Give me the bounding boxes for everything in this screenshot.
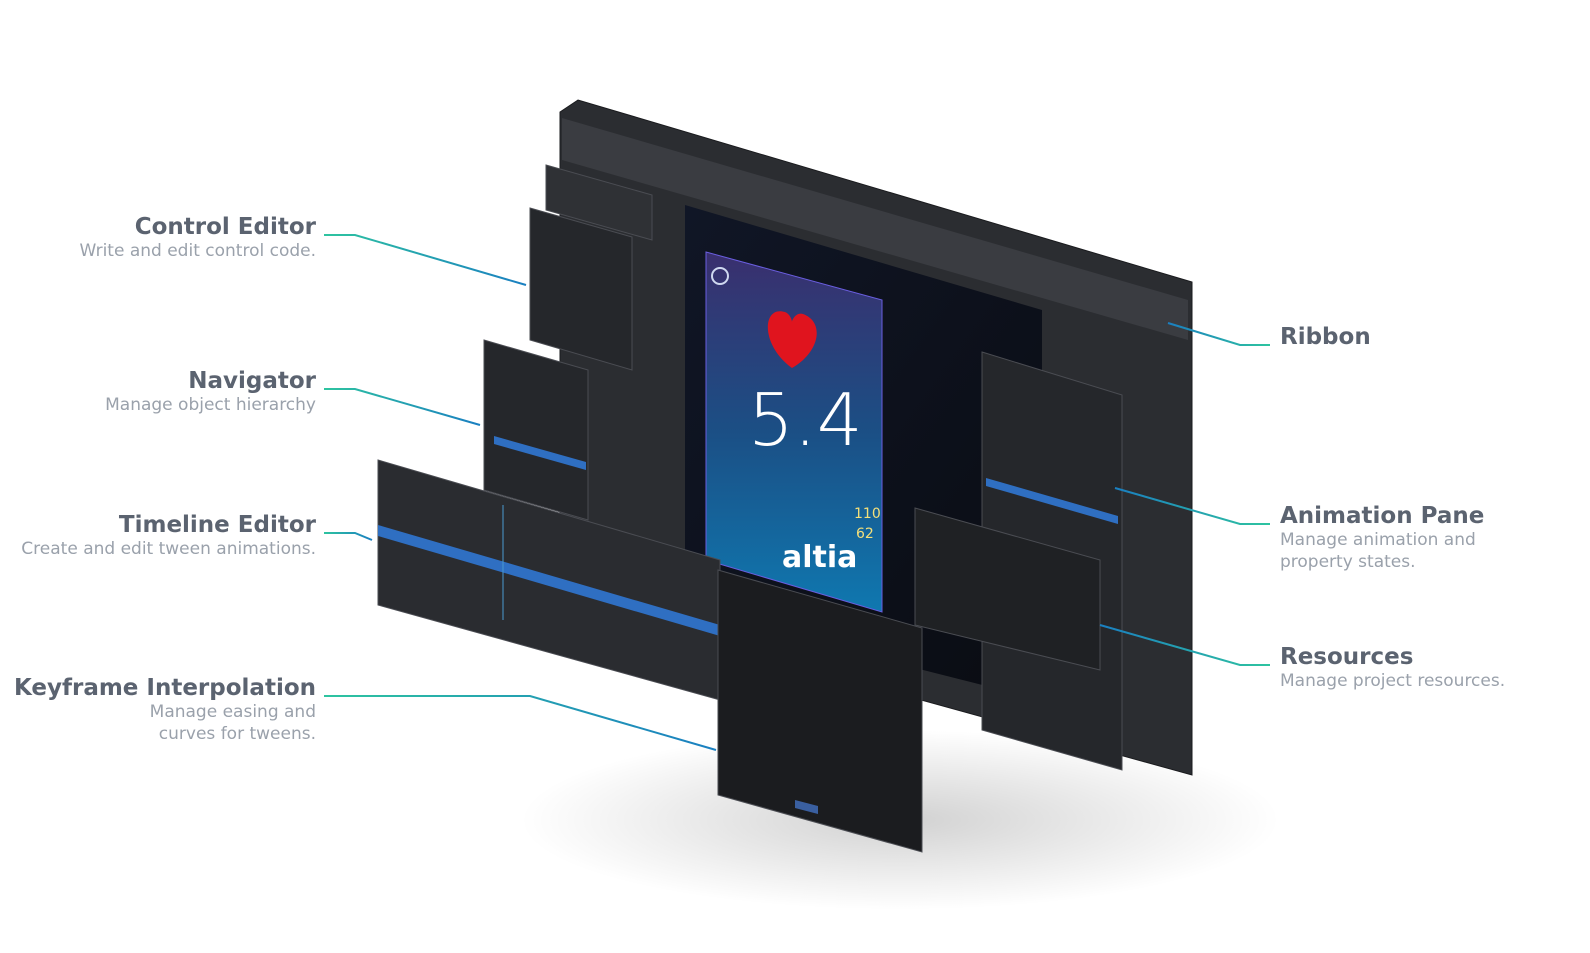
control-editor-panel xyxy=(529,207,633,371)
label-title: Ribbon xyxy=(1280,324,1371,350)
navigator-panel xyxy=(483,339,589,521)
timeline-selected-row xyxy=(378,525,720,636)
label-desc: Manage easing and xyxy=(149,702,316,722)
label-desc: Write and edit control code. xyxy=(79,241,316,261)
label-timeline-editor: Timeline Editor Create and edit tween an… xyxy=(21,512,316,560)
leader-resources xyxy=(1099,624,1270,666)
label-animation-pane: Animation Pane Manage animation and prop… xyxy=(1280,503,1484,573)
label-control-editor: Control Editor Write and edit control co… xyxy=(80,214,316,262)
navigator-selected-row xyxy=(494,436,586,470)
label-navigator: Navigator Manage object hierarchy xyxy=(105,368,316,416)
altia-logo-icon-small xyxy=(711,267,729,285)
label-title: Navigator xyxy=(188,368,316,394)
label-title: Animation Pane xyxy=(1280,503,1485,529)
leader-timeline xyxy=(324,532,373,541)
label-desc: Manage animation and xyxy=(1280,530,1476,550)
label-title: Resources xyxy=(1280,644,1414,670)
display-value: 5.4 xyxy=(748,378,863,462)
label-resources: Resources Manage project resources. xyxy=(1280,644,1505,692)
label-desc: Create and edit tween animations. xyxy=(21,539,316,559)
label-keyframe-interpolation: Keyframe Interpolation Manage easing and… xyxy=(14,675,316,745)
label-ribbon: Ribbon xyxy=(1280,324,1371,350)
keyframe-ok-button xyxy=(795,800,818,814)
tools-panel xyxy=(545,164,653,241)
resources-panel xyxy=(914,507,1101,671)
label-desc: Manage project resources. xyxy=(1280,671,1506,691)
label-title: Timeline Editor xyxy=(118,512,316,538)
keyframe-interpolation-panel xyxy=(717,569,923,853)
leader-keyframe xyxy=(324,695,717,751)
ribbon-bar xyxy=(562,118,1188,340)
display-brand: altia xyxy=(782,540,858,575)
label-desc: Manage object hierarchy xyxy=(105,395,316,415)
label-desc: property states. xyxy=(1280,552,1416,572)
animation-selected-row xyxy=(986,478,1118,524)
label-title: Control Editor xyxy=(134,214,316,240)
label-title: Keyframe Interpolation xyxy=(13,675,316,701)
display-low: 62 xyxy=(856,526,874,542)
leader-ribbon xyxy=(1167,322,1270,346)
display-screen xyxy=(705,251,883,613)
label-desc: curves for tweens. xyxy=(158,724,316,744)
leader-control-editor xyxy=(324,234,527,286)
heart-icon xyxy=(767,311,817,368)
display-high: 110 xyxy=(854,506,881,522)
leader-navigator xyxy=(324,388,481,426)
leader-animation-pane xyxy=(1114,487,1270,525)
